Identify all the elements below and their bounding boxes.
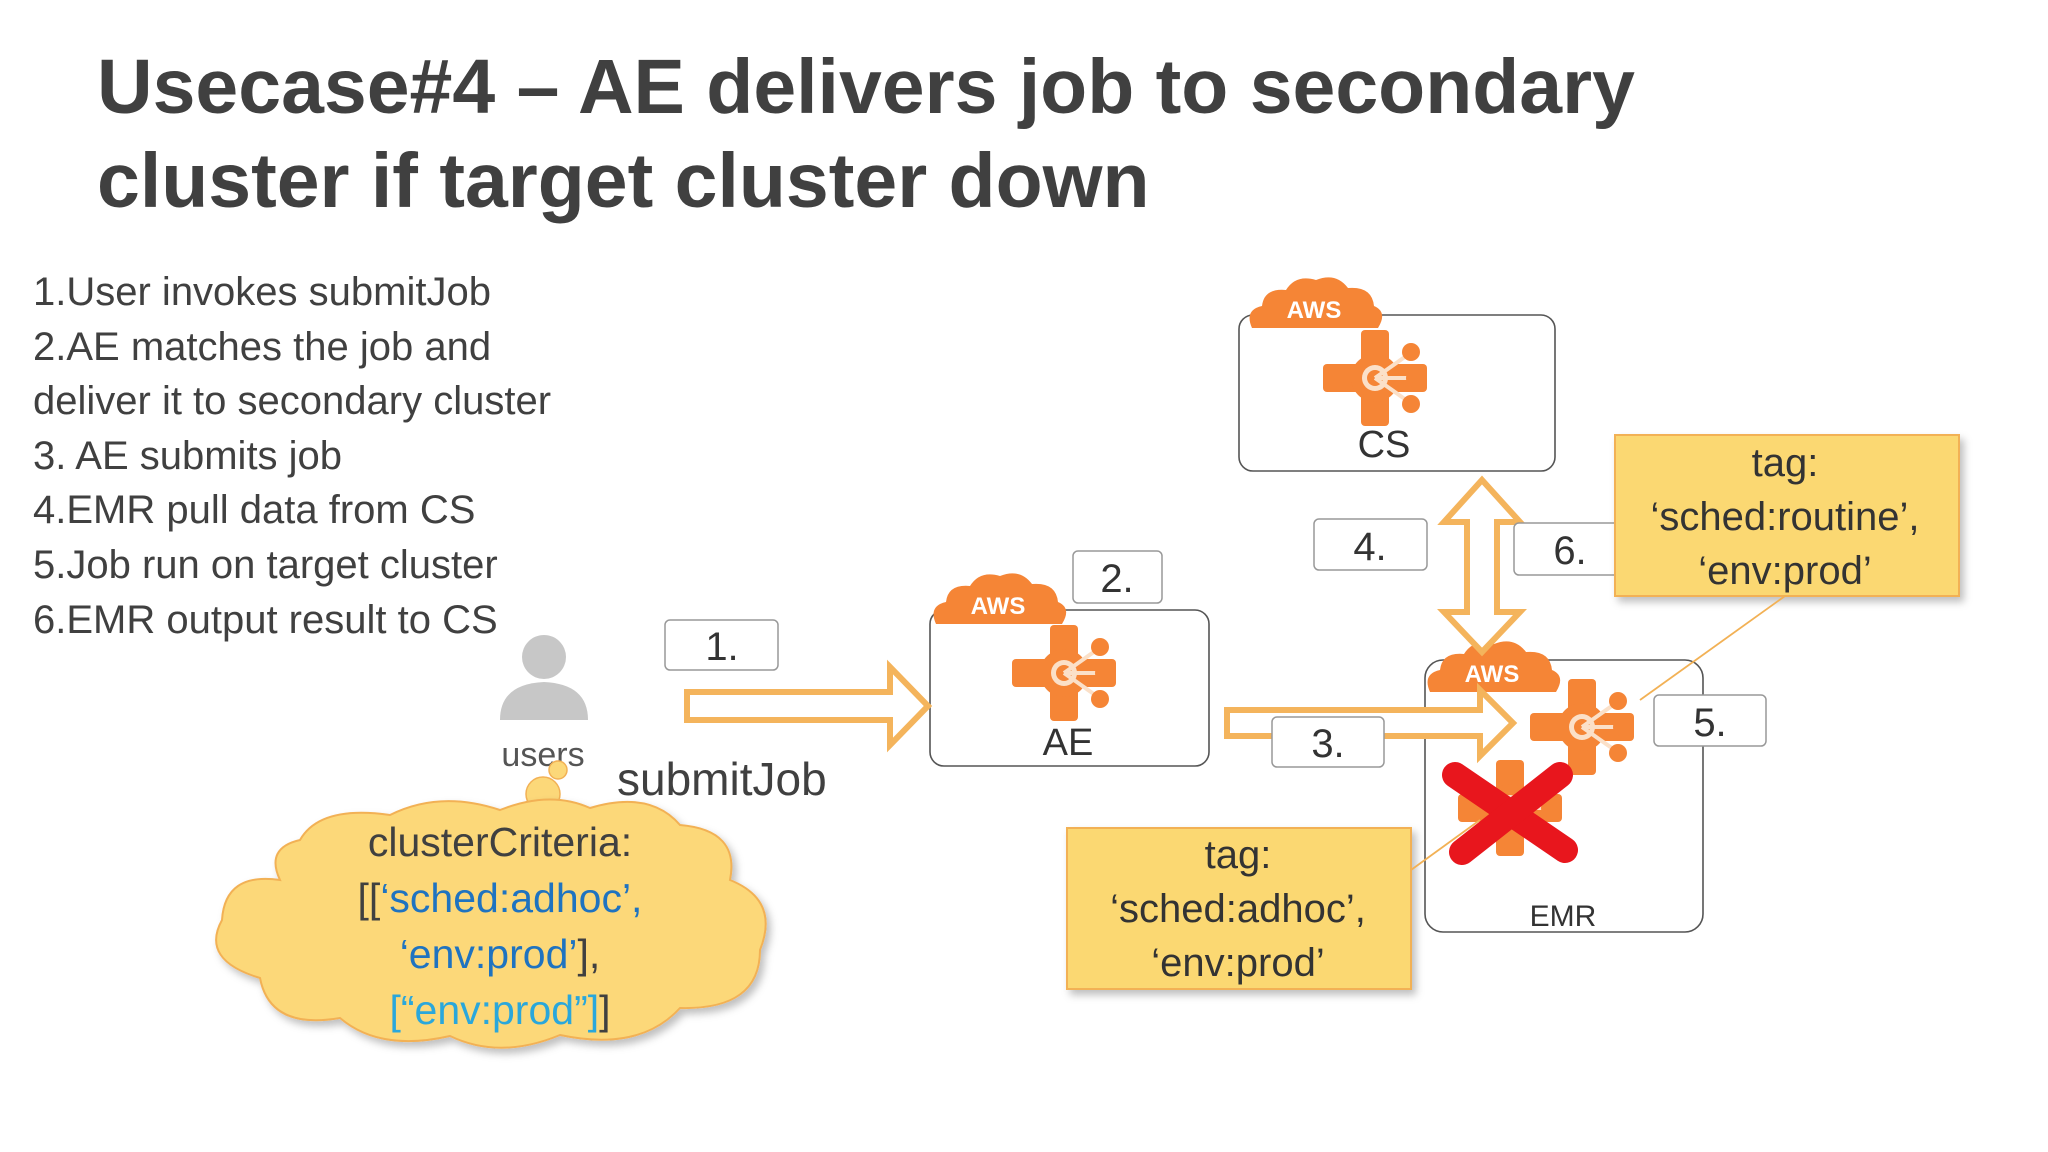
cloud-line-4: [“env:prod”]] bbox=[389, 987, 611, 1033]
step-item: 5.Job run on target cluster bbox=[33, 542, 498, 587]
submitjob-label: submitJob bbox=[617, 753, 827, 805]
cs-label: CS bbox=[1358, 424, 1411, 466]
svg-text:3.: 3. bbox=[1311, 722, 1344, 766]
step-item: 2.AE matches the job and bbox=[33, 324, 492, 369]
step-item: 6.EMR output result to CS bbox=[33, 597, 498, 642]
svg-text:1.: 1. bbox=[705, 625, 738, 669]
user-icon bbox=[500, 635, 588, 720]
svg-text:2.: 2. bbox=[1100, 557, 1133, 601]
step-label-3: 3. bbox=[1271, 716, 1385, 768]
step-list: 1.User invokes submitJob 2.AE matches th… bbox=[33, 265, 551, 647]
step-item: deliver it to secondary cluster bbox=[33, 379, 552, 424]
tag-box-routine: tag: ‘sched:routine’, ‘env:prod’ bbox=[1614, 434, 1960, 597]
tag-box-adhoc: tag: ‘sched:adhoc’, ‘env:prod’ bbox=[1066, 827, 1412, 990]
red-x-icon bbox=[1442, 762, 1578, 865]
aws-badge-text: AWS bbox=[1465, 661, 1520, 688]
emr-label: EMR bbox=[1530, 900, 1597, 933]
cluster-criteria-text: clusterCriteria: [[‘sched:adhoc’, ‘env:p… bbox=[270, 814, 730, 1038]
tag-routine-connector bbox=[1639, 595, 1786, 701]
tag-adhoc-connector bbox=[1410, 819, 1481, 871]
step-item: 4.EMR pull data from CS bbox=[33, 488, 476, 533]
step-label-2: 2. bbox=[1072, 550, 1163, 604]
ae-label: AE bbox=[1043, 722, 1094, 764]
title-line-1: Usecase#4 – AE delivers job to secondary bbox=[97, 44, 1635, 130]
svg-text:tag:: tag: bbox=[1205, 833, 1272, 877]
svg-text:‘sched:adhoc’,: ‘sched:adhoc’, bbox=[1110, 887, 1366, 931]
step-label-5: 5. bbox=[1653, 694, 1767, 747]
svg-text:‘env:prod’: ‘env:prod’ bbox=[1698, 549, 1871, 593]
svg-text:4.: 4. bbox=[1353, 525, 1386, 569]
cloud-line-1: clusterCriteria: bbox=[367, 819, 633, 865]
criteria-cloud bbox=[215, 798, 767, 1049]
title-line-2: cluster if target cluster down bbox=[97, 138, 1150, 224]
step-label-1: 1. bbox=[664, 619, 779, 671]
users-label: users bbox=[501, 736, 584, 774]
step-label-4: 4. bbox=[1313, 518, 1428, 571]
aws-badge-text: AWS bbox=[971, 593, 1026, 620]
step-item: 3. AE submits job bbox=[33, 433, 343, 478]
step-item: 1.User invokes submitJob bbox=[33, 270, 491, 314]
svg-text:‘env:prod’: ‘env:prod’ bbox=[1151, 941, 1324, 985]
svg-text:‘sched:routine’,: ‘sched:routine’, bbox=[1650, 495, 1919, 539]
cloud-line-2: [[‘sched:adhoc’, bbox=[357, 875, 643, 921]
thought-bubble-small bbox=[548, 760, 568, 780]
arrow-emr-cs bbox=[1437, 475, 1527, 657]
slide-title: Usecase#4 – AE delivers job to secondary… bbox=[97, 40, 1957, 228]
arrow-submit bbox=[684, 659, 933, 753]
svg-text:5.: 5. bbox=[1693, 701, 1726, 745]
cloud-line-3: ‘env:prod’], bbox=[399, 931, 601, 977]
aws-badge-text: AWS bbox=[1287, 297, 1342, 324]
step-label-6: 6. bbox=[1513, 522, 1627, 576]
svg-text:tag:: tag: bbox=[1752, 441, 1819, 485]
svg-text:6.: 6. bbox=[1553, 529, 1586, 573]
